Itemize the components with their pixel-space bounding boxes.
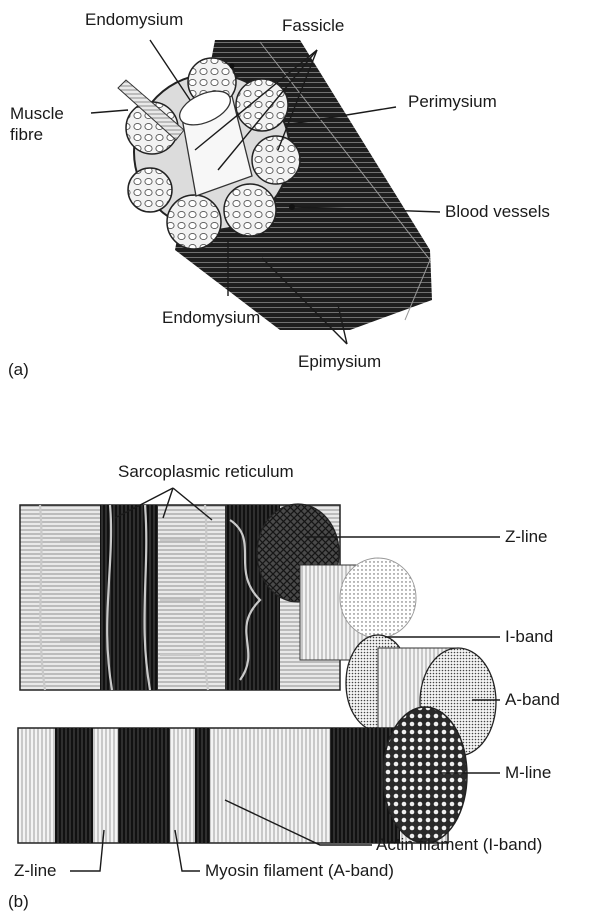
label-z-line-bottom: Z-line xyxy=(14,861,57,881)
label-endomysium-top: Endomysium xyxy=(85,10,183,30)
label-myosin-filament: Myosin filament (A-band) xyxy=(205,861,394,881)
blood-vessel-dot xyxy=(230,64,235,69)
label-muscle-fibre: Muscle fibre xyxy=(10,103,64,145)
label-fassicle: Fassicle xyxy=(282,16,344,36)
m-line-disc xyxy=(383,707,467,843)
blood-vessel-dot xyxy=(289,204,295,210)
label-perimysium: Perimysium xyxy=(408,92,497,112)
panel-a-illustration xyxy=(118,40,432,330)
label-i-band: I-band xyxy=(505,627,553,647)
label-endomysium-bottom: Endomysium xyxy=(162,308,260,328)
label-z-line-right: Z-line xyxy=(505,527,548,547)
panel-label-b: (b) xyxy=(8,892,29,912)
label-a-band: A-band xyxy=(505,690,560,710)
panel-b-illustration xyxy=(18,504,496,843)
label-blood-vessels: Blood vessels xyxy=(445,202,550,222)
panel-label-a: (a) xyxy=(8,360,29,380)
label-m-line: M-line xyxy=(505,763,551,783)
label-actin-filament: Actin filament (I-band) xyxy=(376,835,542,855)
label-epimysium: Epimysium xyxy=(298,352,381,372)
label-sarcoplasmic-reticulum: Sarcoplasmic reticulum xyxy=(118,462,294,482)
leader-muscle-fibre xyxy=(91,110,128,113)
